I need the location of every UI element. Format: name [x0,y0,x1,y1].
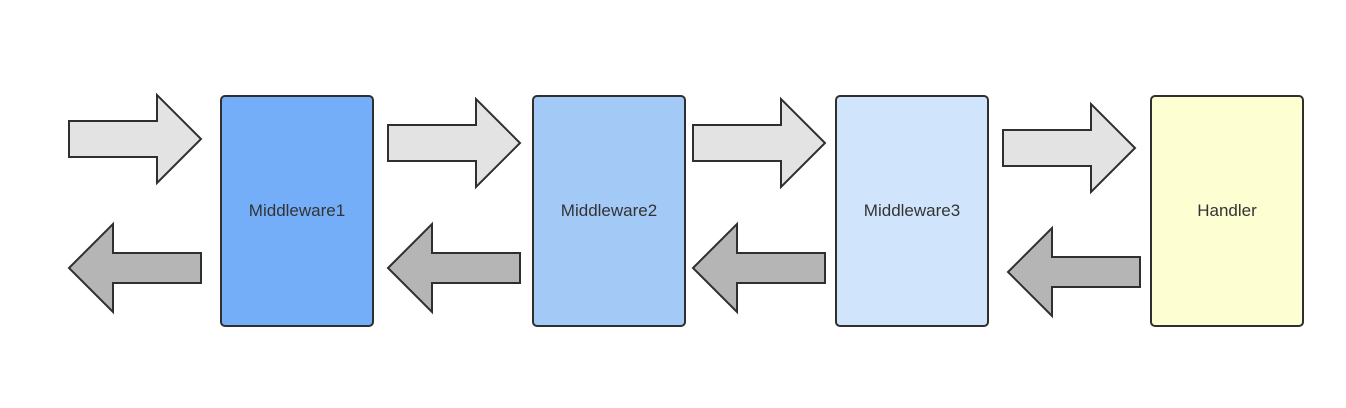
request-arrow-m2-to-m3 [692,96,827,190]
response-arrow-handler-to-m3 [1006,225,1141,319]
node-middleware3: Middleware3 [835,95,989,327]
request-arrow-m3-to-handler [1002,101,1137,195]
node-handler-label: Handler [1197,201,1257,220]
node-middleware3-label: Middleware3 [863,201,961,220]
node-middleware2-label: Middleware2 [560,201,658,220]
response-arrow-out-of-middleware1 [67,221,202,315]
node-middleware1: Middleware1 [220,95,374,327]
node-middleware1-label: Middleware1 [248,201,346,220]
request-arrow-m1-to-m2 [387,96,522,190]
response-arrow-m3-to-m2 [691,221,826,315]
node-middleware2: Middleware2 [532,95,686,327]
response-arrow-m2-to-m1 [386,221,521,315]
request-arrow-into-middleware1 [68,92,203,186]
node-handler: Handler [1150,95,1304,327]
